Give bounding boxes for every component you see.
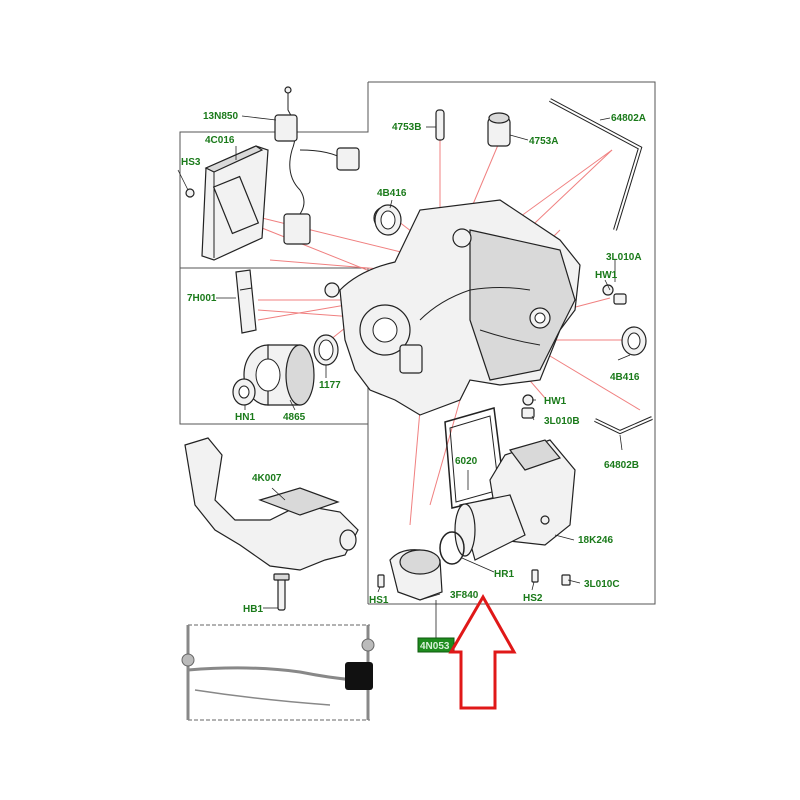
label-64802a: 64802A — [611, 113, 646, 124]
label-leader-lines — [177, 115, 631, 638]
label-4b416-top: 4B416 — [377, 188, 407, 199]
seal-1177 — [313, 334, 339, 366]
washer-hw1-right — [602, 284, 627, 305]
label-hs3: HS3 — [181, 157, 201, 168]
label-6020: 6020 — [455, 456, 478, 467]
seal-4b416-right — [621, 326, 647, 356]
part-labels: 13N850 4C016 HS3 4753B 4753A 64802A 4B41… — [181, 111, 646, 615]
seal-4b416-top — [374, 204, 402, 236]
label-hw1-right: HW1 — [595, 270, 618, 281]
label-7h001: 7H001 — [187, 293, 217, 304]
label-4k007: 4K007 — [252, 473, 282, 484]
label-4753a: 4753A — [529, 136, 558, 147]
mount-bracket-4k007 — [184, 437, 359, 571]
nut-hn1 — [232, 378, 256, 406]
label-1177: 1177 — [319, 380, 341, 391]
housing-3f840 — [389, 549, 443, 601]
wiring-harness-13n850 — [274, 86, 360, 245]
bolt-hb1 — [273, 573, 290, 611]
pipe-64802a — [549, 98, 643, 231]
label-hs2: HS2 — [523, 593, 543, 604]
control-module-4c016 — [185, 145, 269, 261]
pin-4753b — [435, 109, 445, 141]
highlighted-part-4n053: 4N053 — [417, 637, 455, 653]
label-3l010a: 3L010A — [606, 252, 642, 263]
oring-hr1 — [439, 531, 465, 565]
label-3l010b: 3L010B — [544, 416, 580, 427]
bracket-7h001 — [235, 269, 257, 334]
motor-18k246 — [454, 439, 576, 561]
label-64802b: 64802B — [604, 460, 639, 471]
housing-4865 — [243, 344, 315, 406]
label-4c016: 4C016 — [205, 135, 235, 146]
label-4865: 4865 — [283, 412, 306, 423]
breather-4753a — [487, 112, 511, 147]
transfer-box-body — [324, 199, 581, 416]
red-up-arrow — [448, 593, 517, 710]
washer-hw1-mid — [521, 394, 535, 419]
label-4b416-right: 4B416 — [610, 372, 640, 383]
label-4n053: 4N053 — [420, 641, 450, 652]
label-3f840: 3F840 — [450, 590, 479, 601]
label-hw1-mid: HW1 — [544, 396, 567, 407]
label-18k246: 18K246 — [578, 535, 613, 546]
label-hr1: HR1 — [494, 569, 514, 580]
bolts-small — [377, 515, 571, 588]
vehicle-drivetrain-overview — [181, 624, 375, 721]
label-13n850: 13N850 — [203, 111, 238, 122]
label-hn1: HN1 — [235, 412, 255, 423]
label-3l010c: 3L010C — [584, 579, 620, 590]
pipe-64802b — [594, 416, 653, 435]
label-4753b: 4753B — [392, 122, 421, 133]
label-hs1: HS1 — [369, 595, 389, 606]
label-hb1: HB1 — [243, 604, 263, 615]
